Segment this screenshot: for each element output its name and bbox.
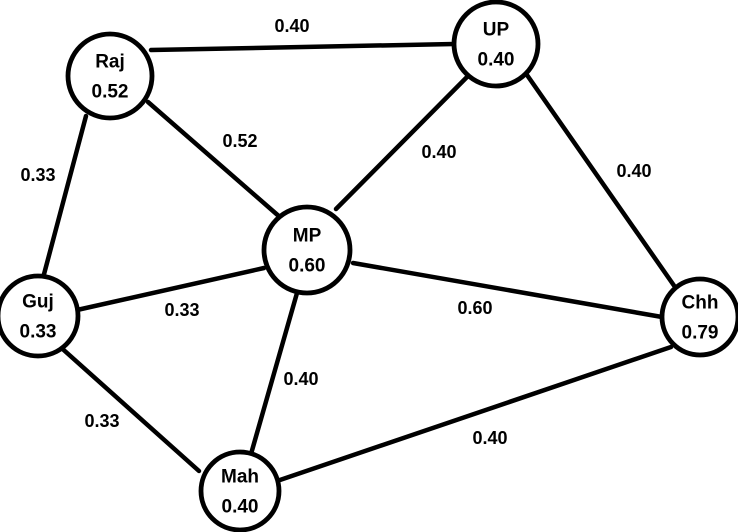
edge-Guj-MP: [74, 265, 267, 313]
node-UP: UP 0.40: [451, 0, 541, 89]
edge-Raj-Guj: [40, 113, 89, 281]
edge-weight-label-UP-MP: 0.40: [421, 142, 456, 162]
edge-MP-Chh: [350, 260, 665, 320]
edge-weight-label-UP-Chh: 0.40: [616, 161, 651, 181]
node-value-label-Raj: 0.52: [92, 82, 129, 103]
node-name-label-Guj: Guj: [22, 292, 54, 313]
edge-labels-layer: 0.40 0.52 0.33 0.40 0.40 0.33 0.33 0.40 0.60 0.40: [20, 16, 651, 448]
node-name-label-Chh: Chh: [682, 293, 719, 314]
node-value-label-Guj: 0.33: [20, 322, 57, 343]
node-MP: MP 0.60: [261, 204, 353, 296]
node-Chh: Chh 0.79: [659, 276, 738, 358]
node-circle-Chh: [659, 276, 738, 358]
edge-weight-label-Guj-Mah: 0.33: [84, 411, 119, 431]
edge-weight-label-Raj-Guj: 0.33: [20, 165, 55, 185]
node-circle-UP: [451, 0, 541, 89]
node-Raj: Raj 0.52: [65, 31, 155, 121]
node-circle-Raj: [65, 31, 155, 121]
node-circle-Guj: [0, 273, 81, 359]
node-value-label-UP: 0.40: [478, 50, 515, 71]
edge-Raj-MP: [145, 99, 284, 221]
node-name-label-UP: UP: [483, 20, 510, 41]
node-value-label-MP: 0.60: [289, 256, 326, 277]
node-name-label-Raj: Raj: [95, 52, 125, 73]
edge-weight-label-Guj-MP: 0.33: [164, 300, 199, 320]
edge-MP-Mah: [248, 290, 300, 457]
node-name-label-MP: MP: [293, 226, 322, 247]
edge-weight-label-MP-Chh: 0.60: [457, 298, 492, 318]
node-circle-Mah: [198, 449, 282, 532]
edge-weight-label-Mah-Chh: 0.40: [472, 428, 507, 448]
edge-UP-MP: [333, 74, 470, 212]
node-value-label-Mah: 0.40: [222, 497, 259, 518]
node-Guj: Guj 0.33: [0, 273, 81, 359]
node-name-label-Mah: Mah: [221, 467, 259, 488]
node-circle-MP: [261, 204, 353, 296]
edge-weight-label-MP-Mah: 0.40: [283, 369, 318, 389]
edges-layer: [40, 41, 678, 484]
edge-Guj-Mah: [54, 341, 202, 474]
edge-Raj-UP: [148, 41, 457, 53]
edge-weight-label-Raj-UP: 0.40: [274, 16, 309, 36]
node-value-label-Chh: 0.79: [682, 323, 719, 344]
edge-weight-label-Raj-MP: 0.52: [222, 131, 257, 151]
node-Mah: Mah 0.40: [198, 449, 282, 532]
edge-UP-Chh: [524, 72, 678, 290]
edge-Mah-Chh: [274, 344, 674, 484]
